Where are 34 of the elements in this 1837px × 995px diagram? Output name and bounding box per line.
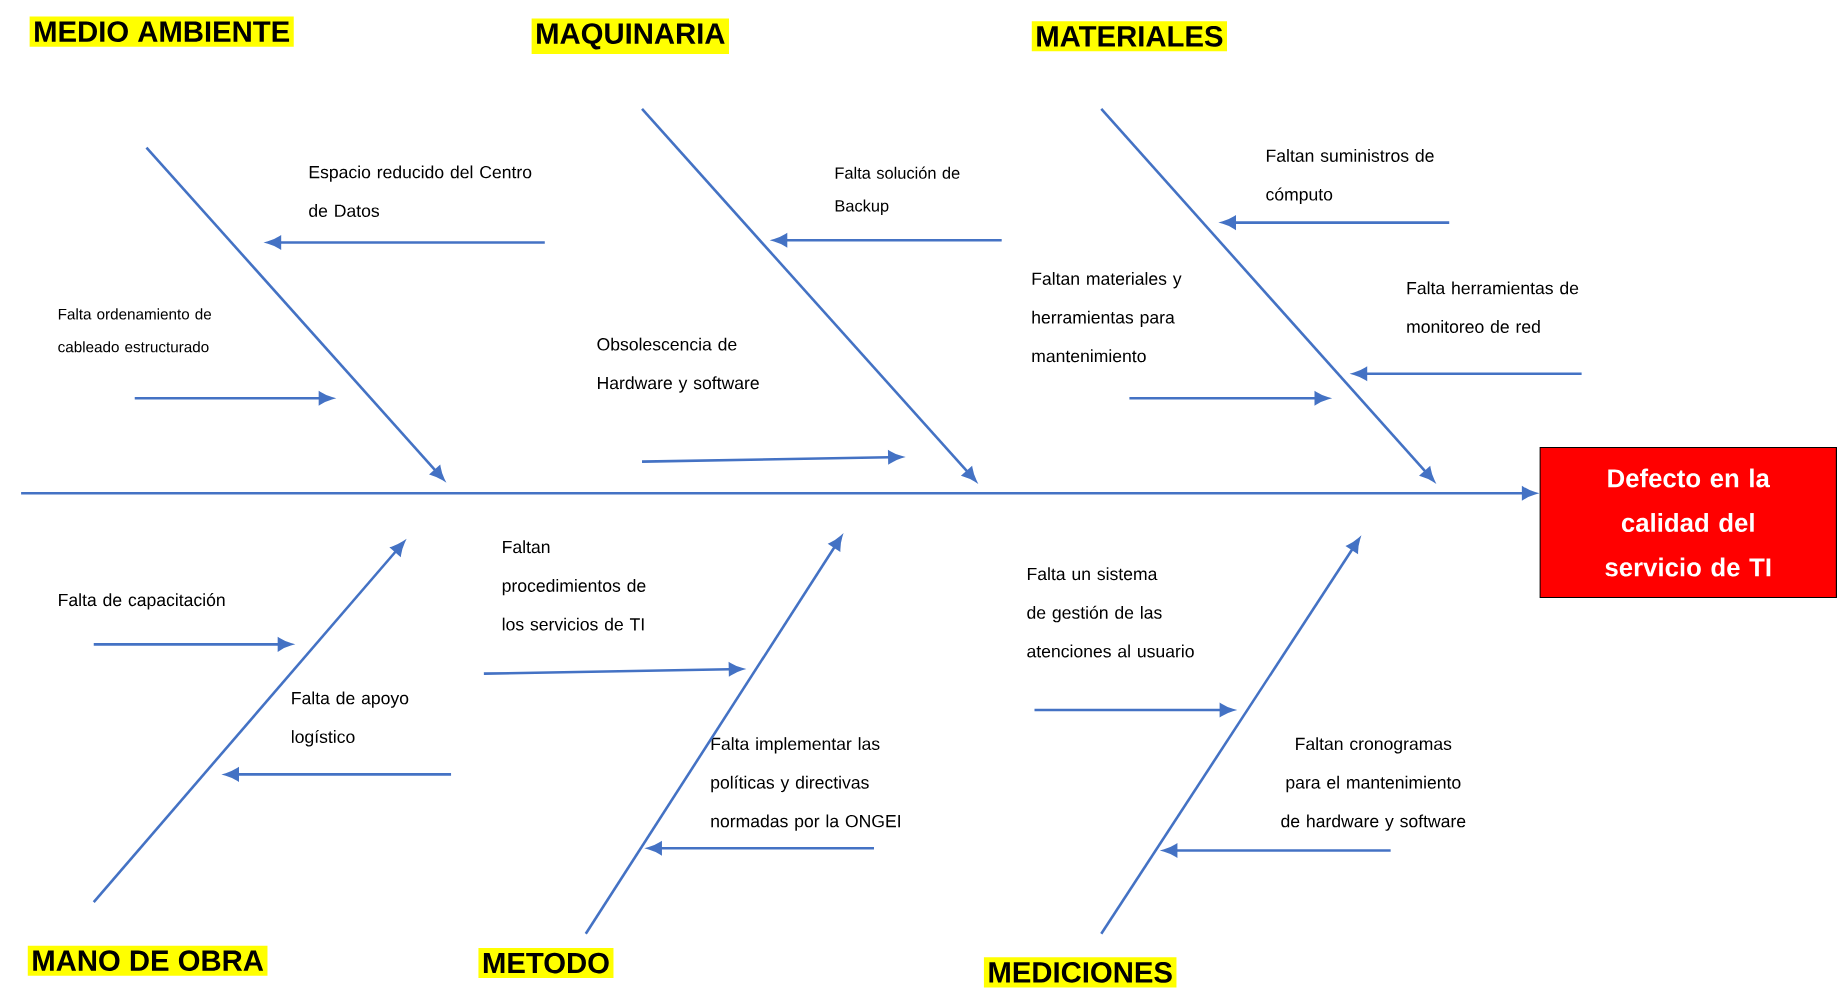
cause-arrow [1221,216,1450,230]
cause-arrow [647,841,874,855]
cause-text: Faltan cronogramas para el mantenimiento de hardware y software [1281,737,1466,831]
cause-text: Falta ordenamiento de cableado estructurado [58,308,212,353]
cause-arrow [483,662,743,676]
cause-text: Falta de apoyo logístico [291,691,409,747]
cause-text: Faltan suministros de cómputo [1266,149,1434,205]
category-label: MEDIO AMBIENTE [29,16,294,47]
cause-text: Falta de capacitación [59,593,225,610]
effect-box: Defecto en la calidad del servicio de TI [1539,447,1837,599]
cause-text: Falta implementar las políticas y directivas normadas por la ONGEI [711,737,900,831]
cause-arrow [1034,703,1234,717]
spine-arrow [21,486,1537,500]
category-label: MEDICIONES [983,957,1177,988]
cause-text: Faltan materiales y herramientas para mantenimiento [1032,272,1182,363]
cause-text: Espacio reducido del Centro de Datos [309,165,532,218]
category-label: MANO DE OBRA [27,945,268,976]
cause-text: Falta solución de Backup [835,166,960,216]
bone-arrow [92,541,405,904]
cause-text: Falta herramientas de monitoreo de red [1407,281,1579,334]
bone-arrow [584,535,843,935]
cause-text: Falta un sistema de gestión de las atenciones al usuario [1027,567,1194,658]
category-label: METODO [478,948,614,979]
bone-arrow [641,108,977,482]
cause-text: Obsolescencia de Hardware y software [597,337,759,393]
cause-text: Faltan procedimientos de los servicios de TI [502,540,646,631]
bone-arrow [1100,108,1435,482]
cause-arrow [642,450,903,464]
bone-arrow [145,146,445,481]
cause-arrow [224,768,452,782]
category-label: MATERIALES [1031,21,1227,52]
bone-arrow [1100,538,1361,935]
cause-arrow [1129,392,1329,405]
category-label: MAQUINARIA [531,18,729,55]
